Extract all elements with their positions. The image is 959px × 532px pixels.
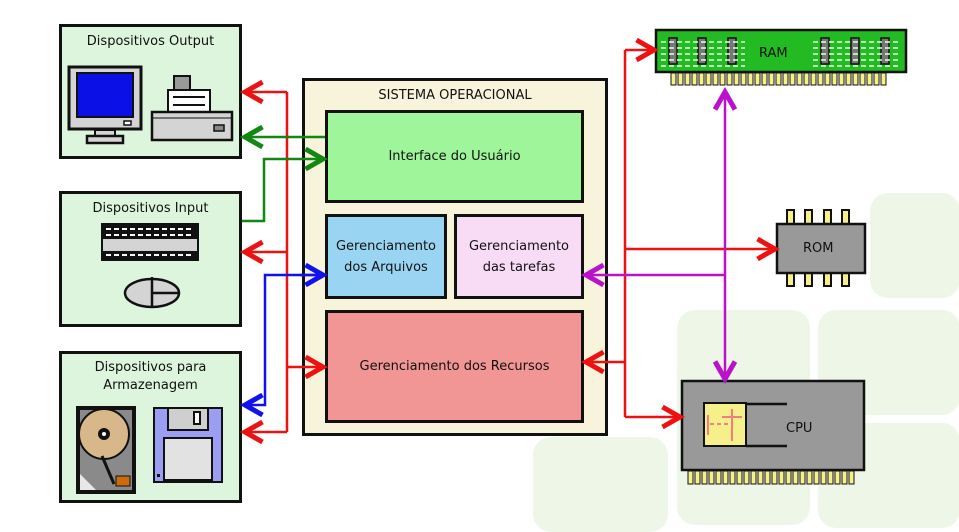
background-tile [533,437,668,532]
red-bus-left [245,92,323,432]
input-devices-title: Dispositivos Input [92,201,209,216]
ram-chip [654,28,908,86]
rom-chip [775,209,867,287]
monitor-icon [67,65,143,145]
ram-pins [670,72,887,86]
storage-devices-box: Dispositivos para Armazenagem [59,351,242,503]
files-module: Gerenciamento dos Arquivos [325,214,447,299]
output-devices-title: Dispositivos Output [86,34,215,49]
cpu-chip [680,379,866,485]
tasks-module: Gerenciamento das tarefas [454,214,584,299]
ram-modules [668,37,890,65]
ui-module-label: Interface do Usuário [388,149,521,164]
printer-icon [150,75,234,142]
red-bus-right [586,50,775,417]
resources-module-label: Gerenciamento dos Recursos [359,359,550,374]
hard-disk-icon [76,406,136,494]
ui-module: Interface do Usuário [325,110,584,203]
os-title: SISTEMA OPERACIONAL [378,88,532,103]
arrow-input-to-ui [242,159,323,223]
mouse-icon [123,277,181,309]
floppy-disk-icon [153,407,223,483]
ram-label: RAM [759,46,788,61]
storage-devices-title-line2: Armazenagem [103,378,198,393]
background-tile [870,193,959,298]
arrow-storage-files [245,273,323,405]
input-devices-box: Dispositivos Input [59,191,242,327]
tasks-module-label-line1: Gerenciamento [468,238,570,254]
output-devices-box: Dispositivos Output [59,24,242,159]
storage-devices-title-line1: Dispositivos para [94,360,207,375]
tasks-module-label-line2: das tarefas [482,259,556,275]
keyboard-icon [101,223,199,261]
files-module-label-line1: Gerenciamento [335,238,437,254]
rom-label: ROM [803,241,834,256]
files-module-label-line2: dos Arquivos [344,259,428,275]
cpu-label: CPU [786,421,813,436]
